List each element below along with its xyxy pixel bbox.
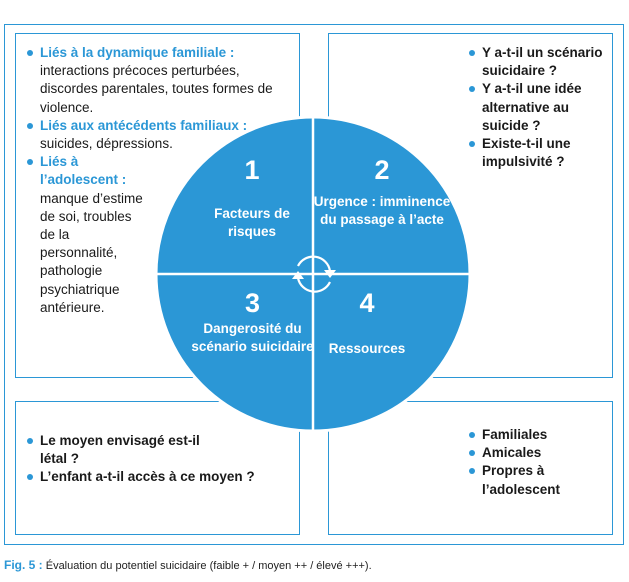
urgency-questions-list: Y a-t-il un scénario suicidaire ? Y a-t-… (467, 44, 607, 171)
resources-list: Familiales Amicales Propres à l’adolesce… (467, 426, 607, 499)
figure-number: Fig. 5 : (4, 558, 43, 572)
resources-box (328, 401, 613, 535)
list-item: Existe-t-il une impulsivité ? (467, 135, 607, 171)
quadrant-danger: 3 Dangerosité du scénario suicidaire (190, 288, 315, 355)
quadrant-number: 3 (244, 288, 261, 318)
risk-factor-family-history: Liés aux antécédents familiaux : suicide… (25, 117, 295, 153)
risk-factors-list: Liés à la dynamique familiale :interacti… (25, 44, 295, 317)
cycle-arrowhead-left (292, 271, 304, 279)
danger-questions-list: Le moyen envisagé est-il létal ? L’enfan… (25, 432, 275, 487)
quadrant-number: 1 (244, 155, 260, 185)
list-item: Familiales (467, 426, 607, 444)
figure-caption: Fig. 5 : Évaluation du potentiel suicida… (4, 558, 372, 573)
quadrant-urgency: 2 Urgence : imminence du passage à l’act… (312, 155, 452, 228)
figure-frame (4, 24, 624, 545)
risk-factor-family-dynamics: Liés à la dynamique familiale :interacti… (25, 44, 295, 117)
quadrant-risk-factors: 1 Facteurs de risques (192, 155, 312, 240)
quadrant-resources: 4 Ressources (312, 288, 422, 358)
cycle-arrows-icon (296, 255, 332, 293)
list-item: L’enfant a-t-il accès à ce moyen ? (25, 468, 275, 486)
quadrant-label: Dangerosité du scénario suicidaire (191, 321, 314, 354)
list-item: Le moyen envisagé est-il létal ? (25, 432, 220, 468)
cycle-arrowhead-right (324, 270, 336, 278)
list-item: Propres à l’adolescent (467, 462, 562, 498)
caption-text: Évaluation du potentiel suicidaire (faib… (42, 560, 372, 572)
danger-box (15, 401, 300, 535)
list-item: Amicales (467, 444, 607, 462)
risk-factor-adolescent: Liés à l’adolescent :manque d’estime de … (25, 153, 145, 317)
quadrant-number: 2 (374, 155, 390, 185)
quadrant-number: 4 (359, 288, 375, 318)
list-item: Y a-t-il un scénario suicidaire ? (467, 44, 607, 80)
quadrant-label: Ressources (328, 341, 406, 356)
quadrant-label: Urgence : imminence du passage à l’acte (313, 194, 451, 227)
list-item: Y a-t-il une idée alternative au suicide… (467, 80, 607, 135)
quadrant-label: Facteurs de risques (214, 206, 290, 239)
